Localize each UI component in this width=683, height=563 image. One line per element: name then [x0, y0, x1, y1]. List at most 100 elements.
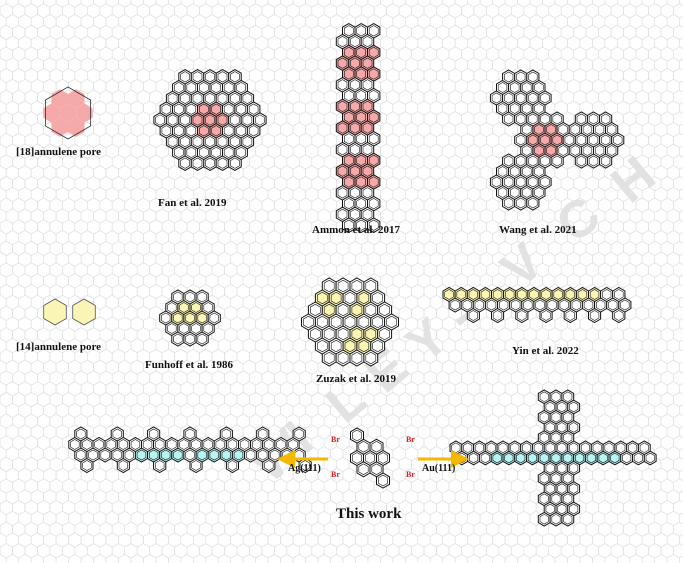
ring-inner [444, 289, 454, 300]
ring-inner [174, 82, 184, 94]
ring-inner [316, 339, 328, 353]
ring-inner [180, 136, 190, 148]
ring-inner [191, 323, 201, 334]
ring-inner [303, 315, 314, 329]
ring-inner [522, 166, 532, 177]
ring-inner [350, 122, 360, 134]
ring-inner [551, 513, 561, 525]
ring-inner [174, 103, 184, 115]
ring-inner [185, 449, 195, 461]
molecule-ammon-2017 [335, 23, 381, 233]
ring-inner [569, 422, 579, 433]
label-fan-2019: Fan et al. 2019 [158, 197, 227, 209]
ring-inner [343, 111, 354, 123]
ring-inner [192, 114, 203, 126]
ring-inner [351, 303, 363, 317]
ring-inner [112, 449, 122, 461]
ring-inner [592, 442, 602, 454]
ring-inner [503, 92, 514, 104]
ring-inner [613, 134, 623, 146]
ring-inner [563, 513, 573, 525]
ring-inner [180, 92, 190, 104]
ring-inner [199, 146, 209, 158]
ring-inner [337, 279, 349, 293]
ring-inner [264, 460, 274, 471]
ring-inner [563, 493, 573, 505]
ring-inner [242, 136, 253, 148]
ring-inner [569, 462, 579, 474]
ring-inner [173, 333, 183, 345]
ring-inner [118, 460, 128, 471]
ring-inner [217, 92, 228, 104]
ring-inner [239, 439, 250, 450]
ring-inner [310, 303, 321, 317]
ring-inner [588, 113, 599, 125]
ring-inner [516, 113, 526, 125]
ring-inner [379, 303, 390, 317]
ring-inner [539, 513, 549, 525]
ring-inner [491, 92, 502, 104]
ring-inner [492, 310, 503, 321]
ring-inner [118, 439, 128, 450]
ring-inner [468, 452, 479, 464]
ring-inner [534, 124, 544, 135]
ring-inner [468, 310, 479, 321]
ring-inner [546, 124, 556, 135]
ring-inner [633, 452, 644, 464]
ring-inner [264, 439, 274, 450]
ring-inner [558, 124, 568, 135]
ring-inner [337, 36, 348, 48]
ring-inner [205, 92, 215, 104]
ring-inner [570, 124, 581, 135]
label-ammon-2017: Ammon et al. 2017 [312, 224, 400, 236]
ring-inner [215, 439, 225, 450]
ring-inner [558, 145, 568, 156]
ring-inner [486, 299, 497, 311]
ring-inner [205, 157, 215, 169]
ring-inner [358, 441, 369, 453]
ring-inner [186, 146, 197, 158]
ring-inner [330, 315, 342, 329]
label-this-work: This work [336, 506, 402, 522]
ring-inner [522, 103, 532, 114]
ring-inner [203, 439, 213, 450]
ring-inner [94, 439, 104, 450]
ring-inner [350, 187, 360, 199]
ring-inner [565, 289, 576, 300]
ring-inner [362, 144, 373, 156]
ring-inner [540, 92, 550, 104]
ring-inner [516, 71, 526, 83]
ring-inner [362, 187, 373, 199]
ring-inner [534, 187, 544, 198]
pore-fill [43, 103, 60, 123]
ring-inner [230, 92, 240, 104]
ring-inner [600, 113, 611, 125]
ring-inner [574, 452, 585, 464]
ring-inner [179, 302, 189, 313]
ring-inner [595, 299, 606, 311]
molecule-zuzak-2019 [301, 277, 399, 367]
ring-inner [88, 449, 98, 461]
ring-inner [149, 428, 159, 440]
ring-inner [557, 483, 567, 494]
ring-inner [545, 462, 555, 474]
pore-fill [43, 298, 67, 326]
ring-inner [221, 449, 231, 461]
ring-inner [539, 411, 549, 423]
ring-inner [377, 452, 389, 464]
ring-inner [563, 411, 573, 423]
ring-inner [351, 351, 363, 365]
ring-inner [552, 113, 562, 125]
ring-inner [371, 441, 382, 453]
ring-inner [82, 439, 92, 450]
molecule-precursor [350, 427, 390, 489]
ring-inner [528, 176, 538, 188]
ring-inner [186, 103, 197, 115]
ring-inner [534, 82, 544, 93]
ring-inner [614, 289, 624, 300]
ring-inner [358, 291, 370, 305]
ring-inner [337, 100, 348, 112]
ring-inner [491, 176, 502, 188]
ring-inner [351, 279, 363, 293]
